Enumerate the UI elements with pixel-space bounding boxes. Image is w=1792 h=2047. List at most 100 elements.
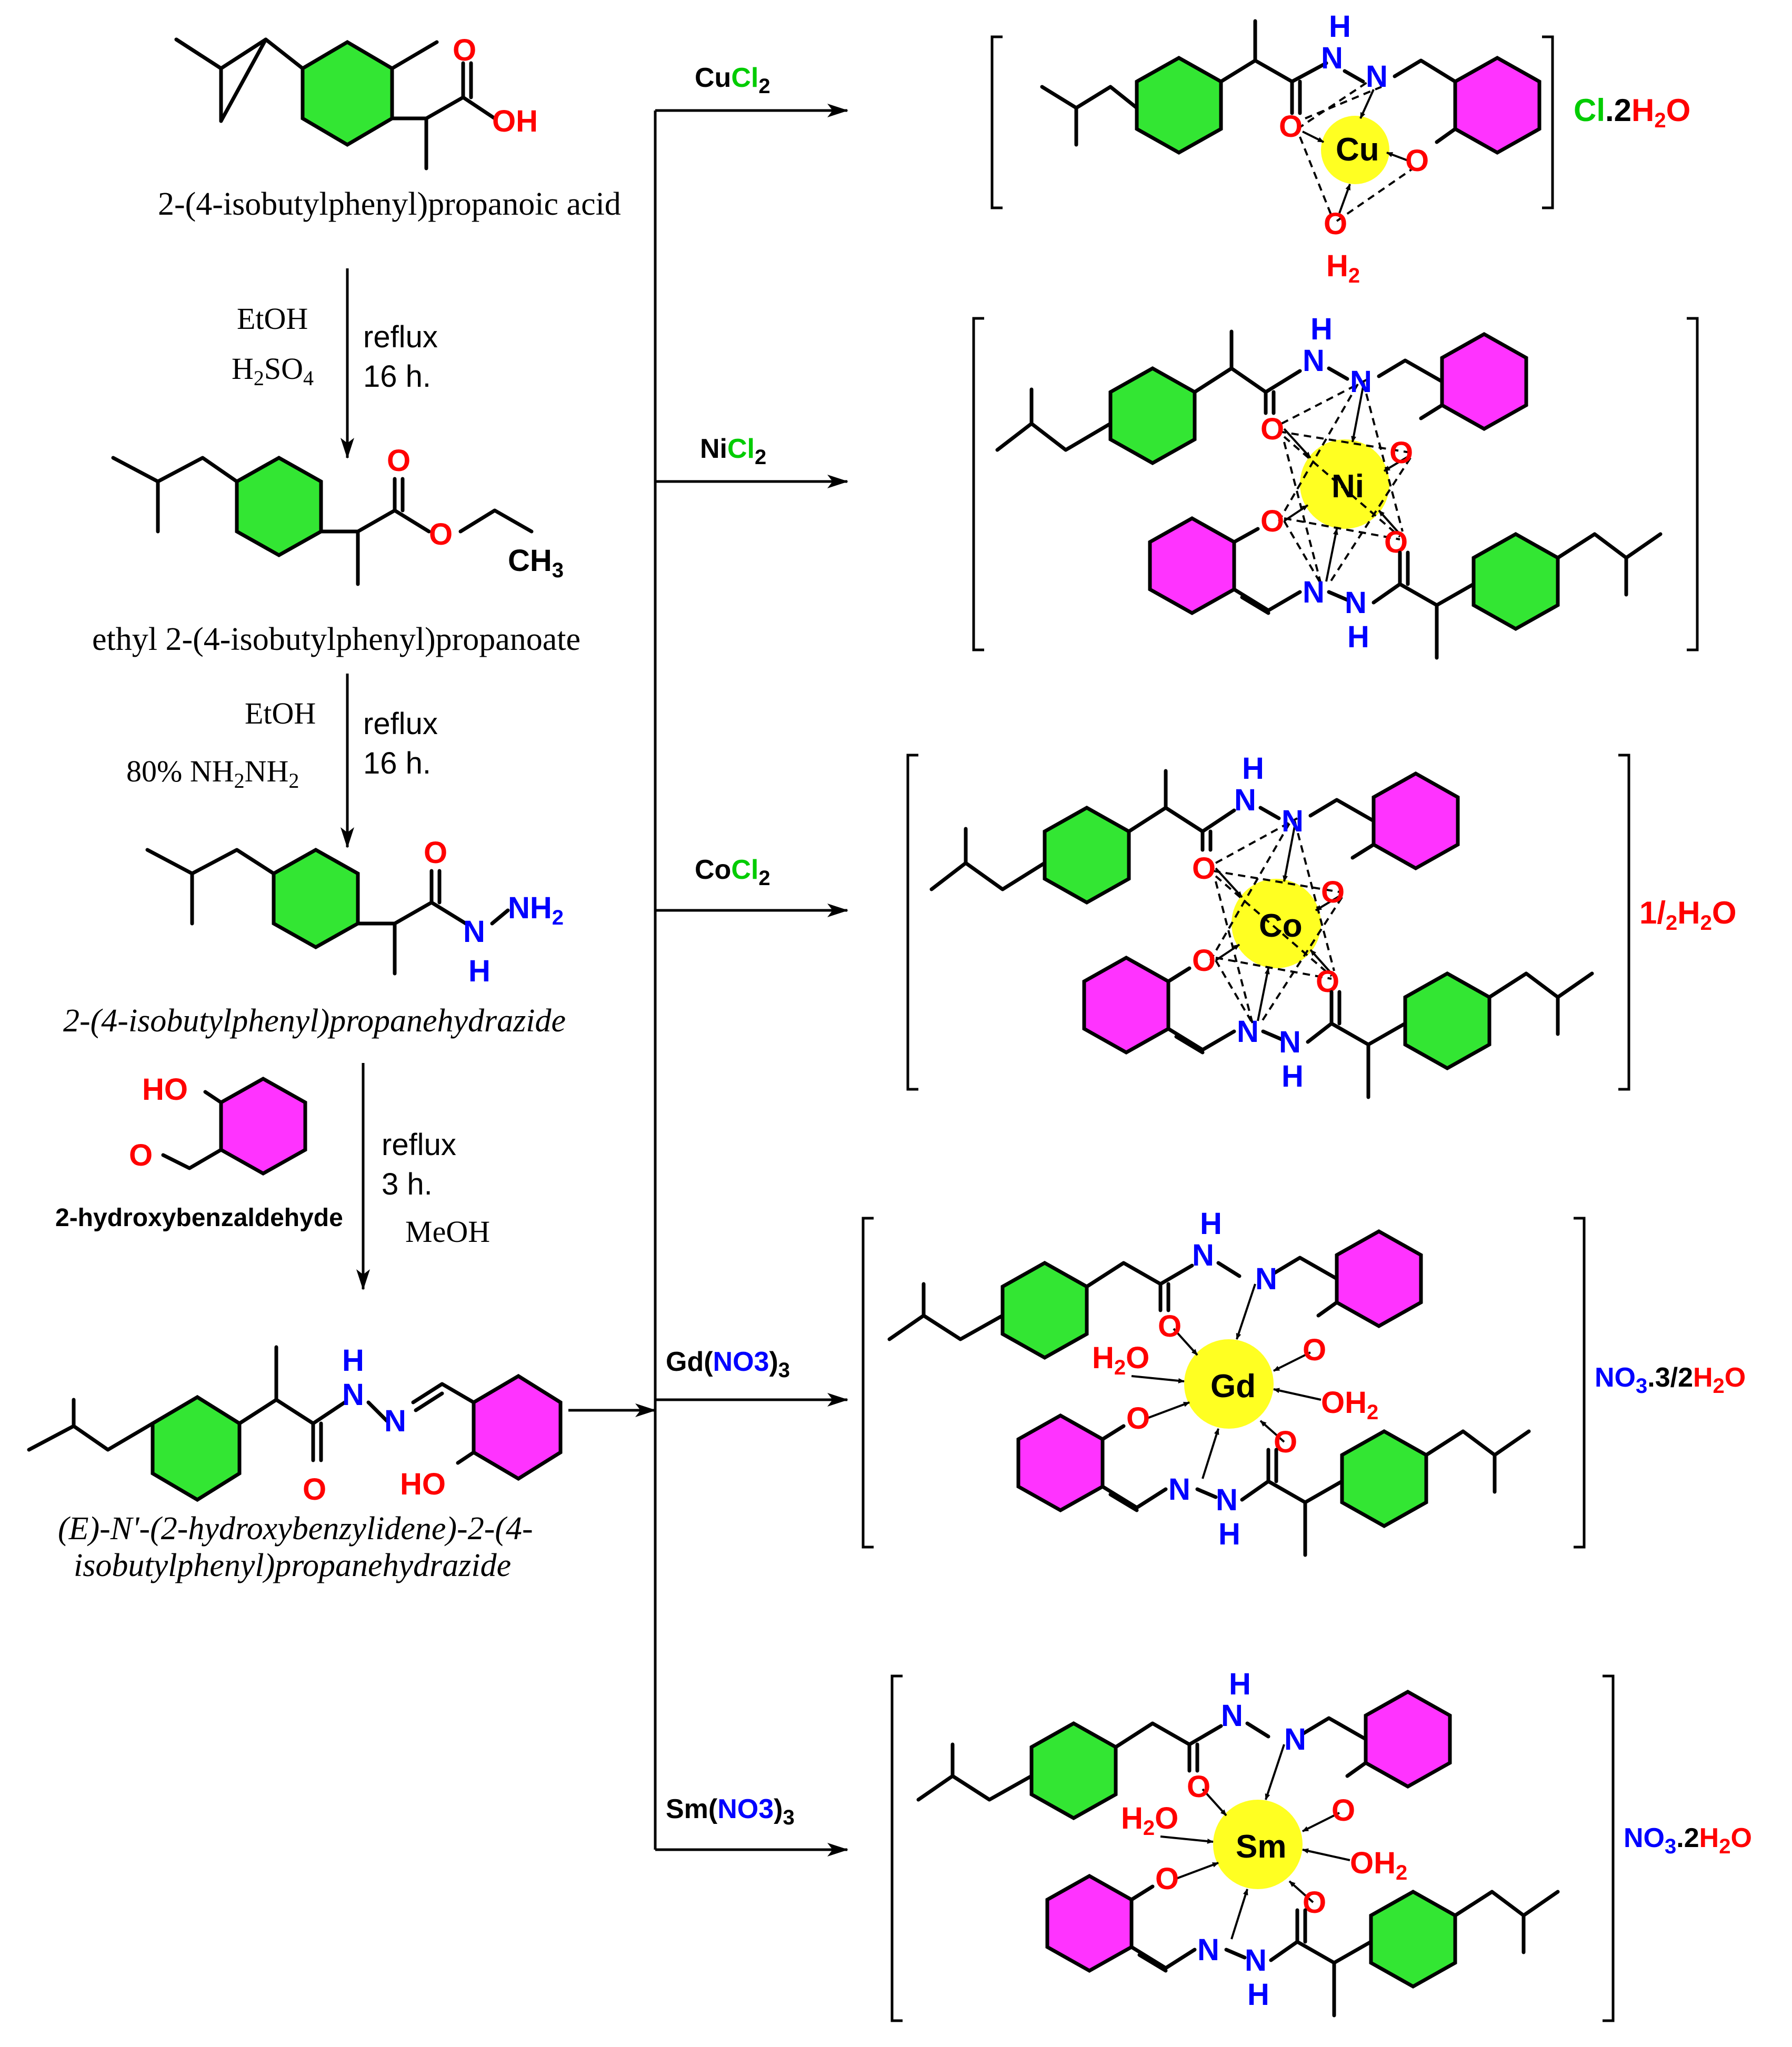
ester-structure: O O CH3 [111, 444, 564, 586]
svg-text:N: N [1234, 783, 1256, 817]
step3-solvent: MeOH [405, 1215, 490, 1249]
svg-text:O: O [1316, 965, 1339, 999]
step2-cond2: 16 h. [363, 746, 431, 780]
aldehyde-name: 2-hydroxybenzaldehyde [55, 1204, 343, 1232]
counter-cu: Cl.2H2O [1574, 93, 1690, 132]
svg-text:N: N [1303, 575, 1325, 609]
reagent-smno3: Sm(NO3)3 [666, 1794, 795, 1829]
svg-text:O: O [1303, 1333, 1326, 1367]
svg-text:N: N [1168, 1472, 1190, 1507]
svg-text:N: N [1345, 586, 1367, 620]
ibuprofen-name: 2-(4-isobutylphenyl)propanoic acid [158, 186, 621, 222]
reagent-cocl2: CoCl2 [695, 855, 770, 890]
svg-text:O: O [1192, 944, 1216, 978]
svg-text:O: O [1332, 1793, 1355, 1828]
hydrazide-h: H [468, 954, 490, 988]
sm-water-right: OH2 [1350, 1846, 1407, 1884]
svg-text:N: N [1284, 1722, 1306, 1757]
svg-text:N: N [1303, 344, 1325, 378]
reagent-gdno3: Gd(NO3)3 [666, 1347, 790, 1382]
hydrazide-nh2: NH2 [508, 891, 564, 929]
ligand-hydroxyl: HO [400, 1467, 446, 1501]
metal-sm: Sm [1236, 1829, 1286, 1865]
svg-text:H: H [1247, 1978, 1269, 2012]
step3-cond2: 3 h. [382, 1167, 433, 1201]
svg-text:O: O [1321, 875, 1345, 909]
svg-text:O: O [1192, 851, 1216, 886]
reagent-nicl2: NiCl2 [700, 434, 766, 469]
ligand-name-line1: (E)-N'-(2-hydroxybenzylidene)-2-(4- [58, 1511, 533, 1547]
svg-text:N: N [1221, 1699, 1243, 1733]
svg-text:N: N [1197, 1933, 1219, 1967]
ibuprofen-hydroxyl: OH [492, 104, 538, 138]
ibuprofen-carbonyl-o: O [453, 33, 476, 67]
hydrazide-name: 2-(4-isobutylphenyl)propanehydrazide [63, 1003, 566, 1039]
svg-text:H: H [1200, 1207, 1222, 1241]
svg-text:O: O [1155, 1862, 1179, 1896]
complex-gd: Gd H N N O O H2O OH2 O O N N H NO3.3/2H2… [862, 1207, 1746, 1557]
svg-text:O: O [1158, 1309, 1182, 1343]
svg-text:H: H [1282, 1059, 1304, 1093]
gd-water-left: H2O [1092, 1341, 1149, 1379]
step1-cond1: reflux [363, 320, 438, 354]
complex-co: Co H N N O O O O N N H 1/2H2O [906, 751, 1737, 1099]
ligand-carbonyl-o: O [303, 1472, 326, 1507]
svg-text:N: N [1192, 1238, 1214, 1272]
hydrazide-n: N [463, 915, 485, 949]
svg-text:H: H [1218, 1517, 1240, 1551]
step2-solvent: EtOH [245, 696, 316, 730]
svg-text:N: N [1216, 1483, 1238, 1517]
counter-co: 1/2H2O [1639, 895, 1737, 935]
metal-gd: Gd [1210, 1368, 1256, 1404]
metal-co: Co [1259, 908, 1303, 944]
svg-text:H: H [1242, 751, 1264, 786]
step1-cond2: 16 h. [363, 359, 431, 394]
svg-text:N: N [1245, 1943, 1267, 1978]
metal-ni: Ni [1332, 468, 1364, 505]
svg-text:N: N [1366, 59, 1388, 94]
sm-water-left: H2O [1121, 1801, 1178, 1840]
ligand-structure: O H N N HO [27, 1343, 563, 1507]
complex-cu: Cu H N N O O O H2 Cl.2H2O [990, 9, 1690, 287]
aldehyde-carbonyl-o: O [129, 1138, 153, 1172]
aldehyde-hydroxyl: HO [142, 1072, 188, 1107]
svg-text:H: H [1347, 620, 1369, 654]
svg-text:O: O [1126, 1401, 1150, 1436]
step3-cond1: reflux [382, 1128, 456, 1162]
complex-ni: Ni H N N O O O O N N H [972, 312, 1699, 660]
step1-solvent: EtOH [237, 302, 308, 336]
ester-ether-o: O [429, 517, 453, 551]
complex-sm: Sm H N N O O H2O OH2 O O N N H NO3.2H2O [890, 1667, 1752, 2022]
ester-carbonyl-o: O [387, 444, 411, 478]
svg-text:O: O [1279, 109, 1303, 144]
aldehyde-structure: HO O [129, 1072, 307, 1176]
svg-text:H: H [1229, 1667, 1251, 1701]
hydrazide-structure: O N H NH2 [145, 836, 564, 988]
svg-text:O: O [1260, 412, 1284, 446]
svg-text:O: O [1389, 436, 1413, 470]
step2-reagent: 80% NH2NH2 [126, 754, 299, 792]
hydrazide-carbonyl-o: O [424, 836, 447, 870]
svg-text:H: H [1329, 9, 1351, 44]
step1-acid: H2SO4 [232, 352, 314, 390]
svg-text:O: O [1187, 1770, 1210, 1804]
reagent-cucl2: CuCl2 [695, 63, 770, 98]
step2-cond1: reflux [363, 707, 438, 741]
ligand-nh-h: H [342, 1343, 364, 1378]
svg-text:O: O [1260, 504, 1284, 538]
svg-text:N: N [1255, 1262, 1277, 1296]
ester-methyl: CH3 [508, 544, 564, 582]
cu-water-h2: H2 [1326, 249, 1360, 287]
svg-text:O: O [1405, 144, 1429, 178]
counter-gd: NO3.3/2H2O [1595, 1362, 1746, 1398]
ester-name: ethyl 2-(4-isobutylphenyl)propanoate [92, 621, 580, 657]
svg-text:H: H [1310, 312, 1333, 346]
svg-text:N: N [1350, 365, 1372, 399]
metal-cu: Cu [1336, 132, 1379, 168]
ligand-name-line2: isobutylphenyl)propanehydrazide [74, 1548, 511, 1583]
svg-text:N: N [1237, 1015, 1259, 1049]
svg-text:N: N [1279, 1025, 1301, 1059]
gd-water-right: OH2 [1321, 1386, 1378, 1424]
svg-text:O: O [1324, 207, 1347, 241]
